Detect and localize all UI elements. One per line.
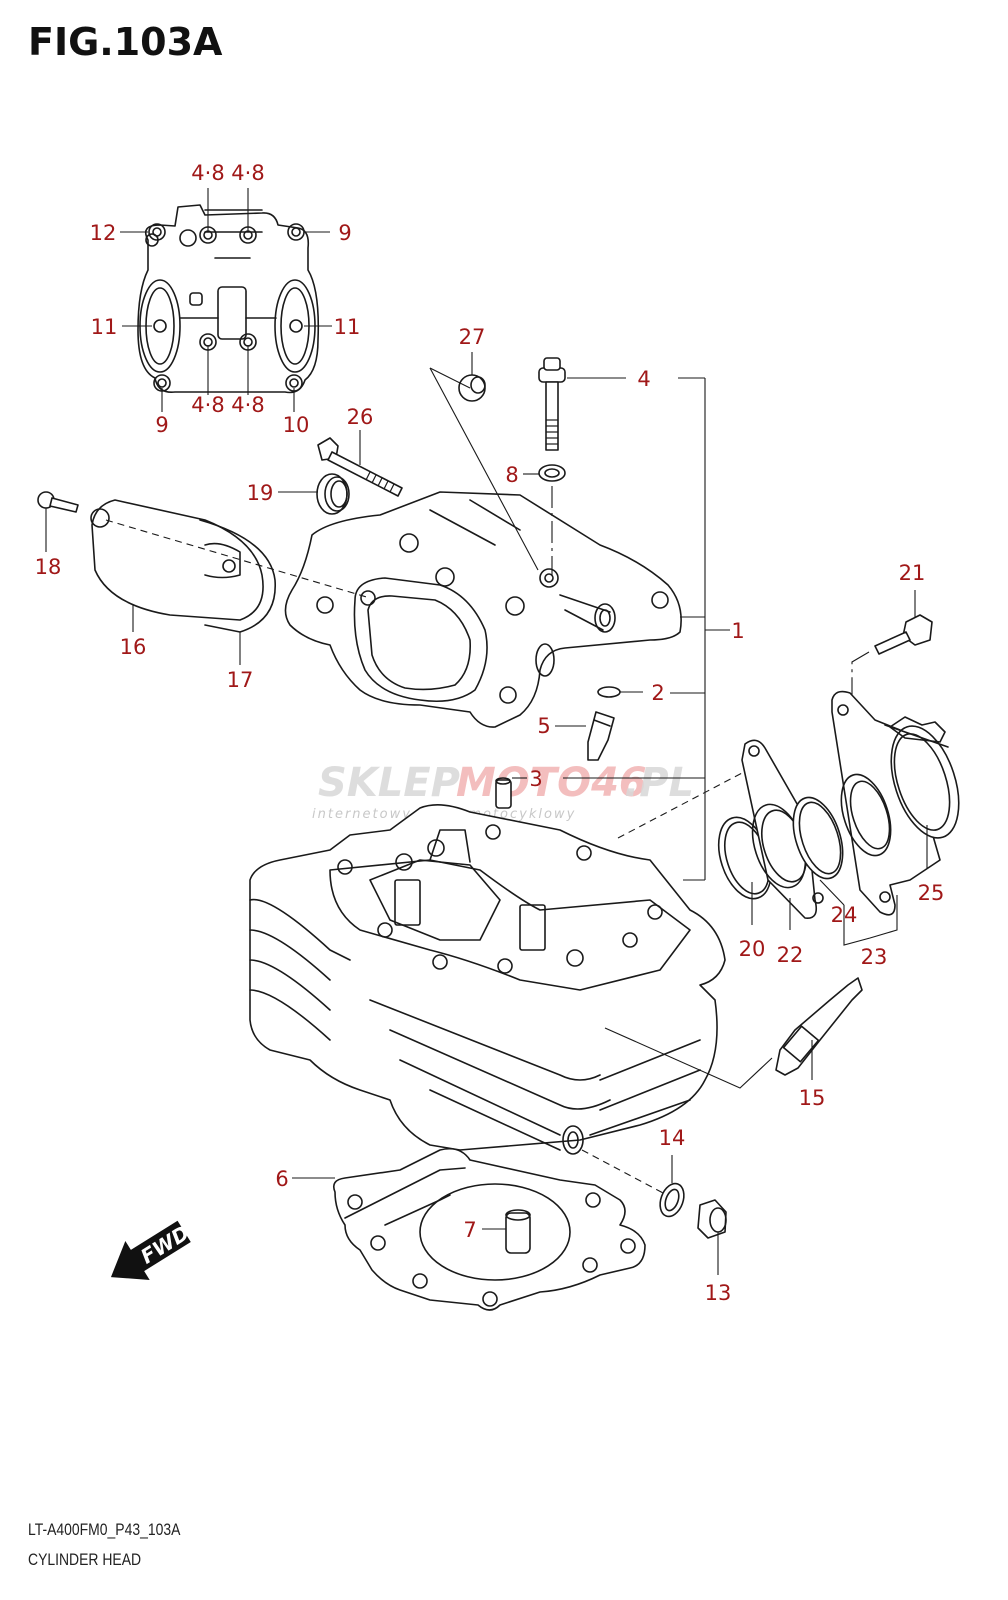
callout-c15: 15 <box>799 1086 826 1110</box>
callout-c14: 14 <box>659 1126 686 1150</box>
callout-c10: 10 <box>283 413 310 437</box>
callout-c25: 25 <box>918 881 945 905</box>
washer-14-alignment-line <box>581 1149 666 1195</box>
nut-27-pointer <box>429 367 471 389</box>
forward-arrow-icon: FWD <box>110 1221 193 1280</box>
callout-c48c: 4·8 <box>191 393 224 417</box>
model-code: LT-A400FM0_P43_103A <box>28 1520 181 1539</box>
callout-c7: 7 <box>463 1218 476 1242</box>
bolt-4-part <box>538 357 566 451</box>
dowel-3-part <box>495 777 512 809</box>
spark-plug-15-guide-line <box>604 1027 773 1089</box>
cover-16-part <box>90 499 276 633</box>
assembly-23-bracket <box>843 895 898 946</box>
dowel-7-part <box>505 1209 531 1254</box>
callout-c12: 12 <box>90 221 117 245</box>
nut-27-target-line <box>429 367 539 571</box>
head-cover-part <box>284 491 682 728</box>
callout-c4: 4 <box>637 367 650 391</box>
cylinder-head-part <box>249 804 726 1155</box>
bolt-18-part <box>37 491 79 513</box>
callout-c5: 5 <box>537 714 550 738</box>
callout-c48a: 4·8 <box>191 161 224 185</box>
callout-c8: 8 <box>505 463 518 487</box>
callout-c3: 3 <box>529 767 542 791</box>
washer-14-part <box>659 1182 685 1218</box>
bolt-26-part <box>317 437 403 497</box>
callout-leaders <box>45 188 928 1275</box>
callout-c21: 21 <box>899 561 926 585</box>
callout-c6: 6 <box>275 1167 288 1191</box>
callout-c11b: 11 <box>334 315 361 339</box>
watermark: SKLEP MOTO46 .PL internetowy sklep motoc… <box>312 760 694 822</box>
fwd-label: FWD <box>136 1221 193 1269</box>
section-name: CYLINDER HEAD <box>28 1550 142 1569</box>
callout-c20: 20 <box>739 937 766 961</box>
bolt-21-part <box>874 614 933 655</box>
nut-27-part <box>458 374 486 402</box>
assembly-1-bracket <box>563 377 730 881</box>
callout-c17: 17 <box>227 668 254 692</box>
callout-c13: 13 <box>705 1281 732 1305</box>
callout-c24: 24 <box>831 903 858 927</box>
o-ring-24-part <box>792 796 844 880</box>
pipe-5-part <box>587 711 615 761</box>
oil-seal-19-part <box>316 473 350 515</box>
spark-plug-15-part <box>775 977 863 1076</box>
o-ring-2-part <box>597 686 621 698</box>
washer-8-part <box>538 464 566 482</box>
head-top-view-inset <box>137 204 320 394</box>
callout-c27: 27 <box>459 325 486 349</box>
callout-c19: 19 <box>247 481 274 505</box>
callout-c23: 23 <box>861 945 888 969</box>
callout-c9a: 9 <box>338 221 351 245</box>
callout-c16: 16 <box>120 635 147 659</box>
watermark-brand-part1: SKLEP <box>318 760 460 806</box>
callout-c18: 18 <box>35 555 62 579</box>
callout-c1: 1 <box>731 619 744 643</box>
watermark-brand-part3: .PL <box>624 760 694 806</box>
figure-title: FIG.103A <box>28 20 223 64</box>
callout-c9b: 9 <box>155 413 168 437</box>
callout-c22: 22 <box>777 943 804 967</box>
callout-c11a: 11 <box>91 315 118 339</box>
intake-pipe-23-part <box>831 690 941 916</box>
cover-16-alignment-line <box>105 519 371 599</box>
callout-c48b: 4·8 <box>231 161 264 185</box>
callout-c2: 2 <box>651 681 664 705</box>
clamp-25-part <box>884 716 960 839</box>
callout-c48d: 4·8 <box>231 393 264 417</box>
plug-13-part <box>697 1199 727 1239</box>
watermark-brand-part2: MOTO46 <box>456 760 647 806</box>
callout-c26: 26 <box>347 405 374 429</box>
